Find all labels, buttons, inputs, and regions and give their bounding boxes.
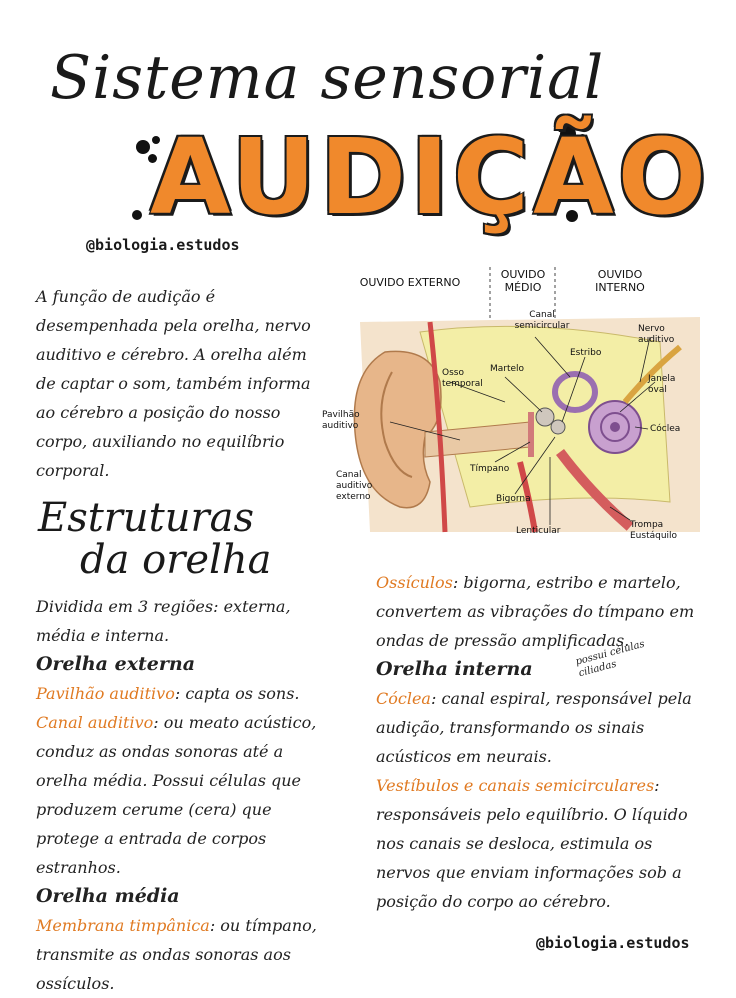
- right-column: Ossículos: bigorna, estribo e martelo, c…: [376, 568, 706, 916]
- ossicles-entry: Ossículos: bigorna, estribo e martelo, c…: [376, 568, 706, 655]
- label-nerve: Nervo auditivo: [638, 324, 675, 345]
- label-hammer: Martelo: [490, 364, 525, 374]
- label-cochlea: Cóclea: [650, 424, 681, 434]
- label-temporal: Osso temporal: [442, 368, 483, 389]
- main-title: AUDIÇÃO: [150, 116, 710, 238]
- decor-dot: [136, 140, 150, 154]
- ear-diagram-illustration: [353, 267, 700, 533]
- internal-heading: Orelha interna: [376, 658, 533, 680]
- label-stirrup: Estribo: [570, 348, 602, 358]
- label-semicircular: Canal semicircular: [514, 310, 570, 331]
- division-text: Dividida em 3 regiões: externa, média e …: [36, 597, 291, 645]
- ossicles-text: : bigorna, estribo e martelo, convertem …: [376, 573, 695, 650]
- label-eustachian: Trompa Eustáquilo: [630, 520, 678, 541]
- vestibule-text: : responsáveis pelo equilíbrio. O líquid…: [376, 776, 688, 911]
- region-internal: OUVIDO INTERNO: [595, 268, 645, 294]
- cochlea-entry: Cóclea: canal espiral, responsável pela …: [376, 684, 706, 771]
- region-external: OUVIDO EXTERNO: [359, 276, 461, 289]
- pinna-term: Pavilhão auditivo: [36, 684, 175, 703]
- pinna-text: : capta os sons.: [174, 684, 300, 703]
- decor-dot: [132, 210, 142, 220]
- ear-diagram: OUVIDO EXTERNO OUVIDO MÉDIO OUVIDO INTER…: [322, 262, 706, 552]
- ossicles-term: Ossículos: [376, 573, 453, 592]
- external-heading: Orelha externa: [36, 653, 196, 675]
- membrane-entry: Membrana timpânica: ou tímpano, transmit…: [36, 911, 336, 998]
- author-handle-bottom: @biologia.estudos: [536, 934, 690, 952]
- page-title: Sistema sensorial: [50, 43, 605, 113]
- author-handle: @biologia.estudos: [86, 236, 240, 254]
- middle-heading: Orelha média: [36, 885, 180, 907]
- label-anvil: Bigorna: [496, 494, 531, 504]
- structures-subtitle: da orelha: [80, 537, 272, 583]
- label-pinna: Pavilhão auditivo: [322, 410, 360, 431]
- structures-title: Estruturas: [38, 495, 255, 541]
- label-lenticular: Lenticular: [516, 526, 561, 536]
- internal-heading-row: Orelha interna possui células ciliadas: [376, 639, 706, 684]
- region-middle: OUVIDO MÉDIO: [500, 268, 546, 294]
- decor-dot: [578, 134, 587, 143]
- canal-text: : ou meato acústico, conduz as ondas son…: [36, 713, 317, 877]
- label-eardrum: Tímpano: [470, 464, 510, 474]
- label-canal: Canal auditivo externo: [336, 470, 373, 502]
- cochlea-term: Cóclea: [376, 689, 431, 708]
- vestibule-entry: Vestíbulos e canais semicirculares: resp…: [376, 771, 706, 916]
- decor-dot: [152, 136, 160, 144]
- decor-dot: [560, 126, 576, 142]
- label-oval: Janela oval: [648, 374, 676, 395]
- decor-dot: [148, 154, 157, 163]
- vestibule-term: Vestíbulos e canais semicirculares: [376, 776, 655, 795]
- membrane-term: Membrana timpânica: [36, 916, 210, 935]
- left-column: Dividida em 3 regiões: externa, média e …: [36, 592, 336, 998]
- pinna-entry: Pavilhão auditivo: capta os sons.: [36, 679, 336, 708]
- canal-term: Canal auditivo: [36, 713, 154, 732]
- decor-dot: [566, 210, 578, 222]
- canal-entry: Canal auditivo: ou meato acústico, condu…: [36, 708, 336, 882]
- intro-text: A função de audição é desempenhada pela …: [36, 287, 311, 480]
- cochlea-text: : canal espiral, responsável pela audiçã…: [376, 689, 692, 766]
